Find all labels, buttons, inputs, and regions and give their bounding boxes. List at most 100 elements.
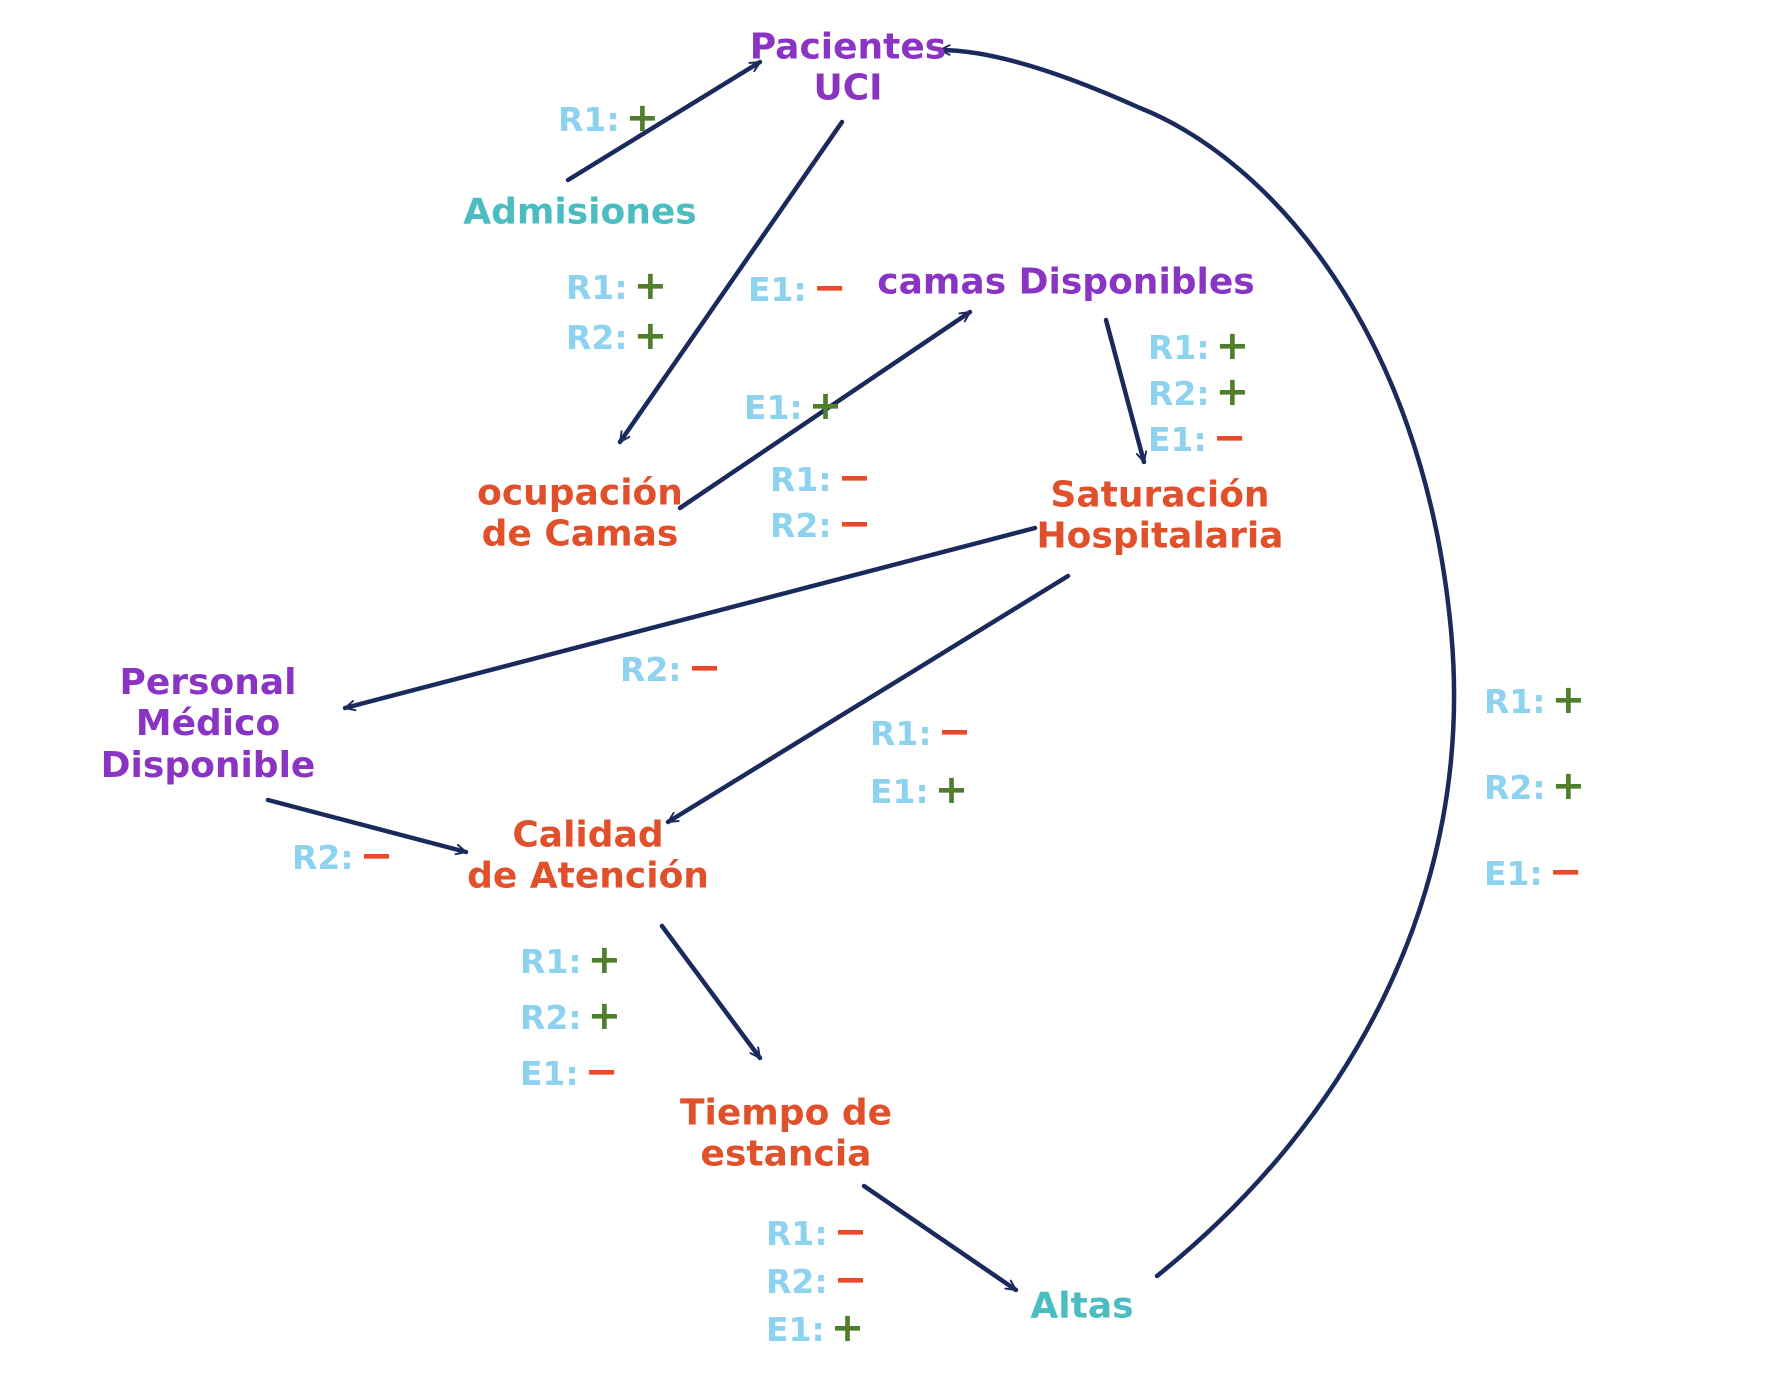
edge-label-altas-pacientes: R1:+ xyxy=(1484,680,1585,720)
positive-sign: + xyxy=(625,95,660,141)
arrow-saturacion-to-personal xyxy=(342,525,1038,712)
polarity-key: R2: xyxy=(620,650,682,689)
edge-label-saturacion-calidad: R1:− xyxy=(870,712,971,752)
edge-label-calidad-tiempo: R1:+ xyxy=(520,940,621,980)
positive-sign: + xyxy=(934,767,969,813)
positive-sign: + xyxy=(808,383,843,429)
edge-label-saturacion-calidad: E1:+ xyxy=(870,770,968,810)
polarity-key: E1: xyxy=(1148,420,1207,459)
edge-label-tiempo-altas: R1:− xyxy=(766,1212,867,1252)
negative-sign: − xyxy=(837,455,872,501)
edge-label-pacientes-ocupacion: R2:+ xyxy=(566,316,667,356)
negative-sign: − xyxy=(584,1049,619,1095)
node-pacientes-uci: Pacientes UCI xyxy=(750,27,947,110)
edge-label-tiempo-altas: E1:+ xyxy=(766,1308,864,1348)
polarity-key: E1: xyxy=(870,772,929,811)
edge-label-personal-calidad: R2:− xyxy=(292,836,393,876)
edge-label-camas-saturacion: E1:− xyxy=(1148,418,1246,458)
negative-sign: − xyxy=(359,833,394,879)
node-tiempo-estancia: Tiempo de estancia xyxy=(680,1093,892,1176)
polarity-key: E1: xyxy=(744,388,803,427)
node-pacientes-uci-line1: Pacientes xyxy=(749,26,947,68)
node-ocupacion-camas: ocupación de Camas xyxy=(477,473,683,556)
node-personal-line3: Disponible xyxy=(100,744,316,786)
arrow-personal-to-calidad xyxy=(265,797,469,856)
positive-sign: + xyxy=(587,993,622,1039)
positive-sign: + xyxy=(633,263,668,309)
polarity-key: R1: xyxy=(566,268,628,307)
node-calidad-line2: de Atención xyxy=(467,856,709,897)
positive-sign: + xyxy=(1551,677,1586,723)
polarity-key: E1: xyxy=(1484,854,1543,893)
arrow-altas-to-pacientes xyxy=(937,44,1457,1279)
node-ocupacion-camas-line2: de Camas xyxy=(481,514,679,555)
positive-sign: + xyxy=(1215,323,1250,369)
edge-label-altas-pacientes: R2:+ xyxy=(1484,766,1585,806)
edge-label-calidad-tiempo: E1:− xyxy=(520,1052,618,1092)
polarity-key: R1: xyxy=(770,460,832,499)
polarity-key: R2: xyxy=(566,318,628,357)
arrow-camas-to-saturacion xyxy=(1103,317,1148,465)
negative-sign: − xyxy=(833,1257,868,1303)
polarity-key: R1: xyxy=(1484,682,1546,721)
polarity-key: R2: xyxy=(770,506,832,545)
edge-label-ocupacion-camas-e: E1:+ xyxy=(744,386,842,426)
node-personal-medico: Personal Médico Disponible xyxy=(101,662,316,786)
negative-sign: − xyxy=(812,265,847,311)
edge-label-calidad-tiempo: R2:+ xyxy=(520,996,621,1036)
arrow-saturacion-to-calidad xyxy=(665,573,1071,825)
node-camas-disponibles-line1: camas Disponibles xyxy=(877,261,1255,303)
edge-label-tiempo-altas: R2:− xyxy=(766,1260,867,1300)
polarity-key: E1: xyxy=(520,1054,579,1093)
node-pacientes-uci-line2: UCI xyxy=(813,68,883,109)
arrow-admisiones-to-pacientes xyxy=(565,59,763,183)
polarity-key: R1: xyxy=(1148,328,1210,367)
negative-sign: − xyxy=(833,1209,868,1255)
node-altas: Altas xyxy=(1030,1285,1133,1326)
node-personal-line2: Médico xyxy=(135,703,281,745)
edge-label-pacientes-ocupacion: R1:+ xyxy=(566,266,667,306)
edge-label-pacientes-ocupacion-e: E1:− xyxy=(748,268,846,308)
node-saturacion-line2: Hospitalaria xyxy=(1036,516,1284,557)
polarity-key: E1: xyxy=(766,1310,825,1349)
negative-sign: − xyxy=(837,501,872,547)
node-ocupacion-camas-line1: ocupación xyxy=(477,472,683,514)
negative-sign: − xyxy=(1212,415,1247,461)
arrow-tiempo-to-altas xyxy=(861,1183,1019,1293)
polarity-key: R2: xyxy=(1148,374,1210,413)
node-calidad-atencion: Calidad de Atención xyxy=(467,815,709,898)
negative-sign: − xyxy=(937,709,972,755)
polarity-key: R2: xyxy=(520,998,582,1037)
edge-label-altas-pacientes: E1:− xyxy=(1484,852,1582,892)
node-saturacion-hospitalaria: Saturación Hospitalaria xyxy=(1037,475,1284,558)
positive-sign: + xyxy=(1215,369,1250,415)
node-admisiones: Admisiones xyxy=(463,191,696,232)
positive-sign: + xyxy=(633,313,668,359)
node-camas-disponibles: camas Disponibles xyxy=(877,261,1254,302)
polarity-key: R2: xyxy=(1484,768,1546,807)
polarity-key: R2: xyxy=(292,838,354,877)
node-admisiones-line1: Admisiones xyxy=(463,191,697,233)
arrow-ocupacion-to-camas xyxy=(677,309,973,511)
polarity-key: R1: xyxy=(766,1214,828,1253)
positive-sign: + xyxy=(830,1305,865,1351)
edge-label-ocupacion-camas-r: R2:− xyxy=(770,504,871,544)
negative-sign: − xyxy=(1548,849,1583,895)
polarity-key: E1: xyxy=(748,270,807,309)
polarity-key: R1: xyxy=(558,100,620,139)
edge-label-admisiones-pacientes: R1:+ xyxy=(558,98,659,138)
polarity-key: R2: xyxy=(766,1262,828,1301)
polarity-key: R1: xyxy=(870,714,932,753)
arrow-pacientes-to-ocupacion xyxy=(617,119,845,445)
negative-sign: − xyxy=(687,645,722,691)
positive-sign: + xyxy=(1551,763,1586,809)
node-tiempo-line1: Tiempo de xyxy=(679,1092,893,1134)
edge-label-saturacion-personal: R2:− xyxy=(620,648,721,688)
arrow-calidad-to-tiempo xyxy=(659,923,763,1061)
edge-label-camas-saturacion: R2:+ xyxy=(1148,372,1249,412)
node-tiempo-line2: estancia xyxy=(700,1134,872,1175)
node-personal-line1: Personal xyxy=(119,661,297,703)
node-altas-line1: Altas xyxy=(1030,1285,1134,1327)
edge-label-camas-saturacion: R1:+ xyxy=(1148,326,1249,366)
